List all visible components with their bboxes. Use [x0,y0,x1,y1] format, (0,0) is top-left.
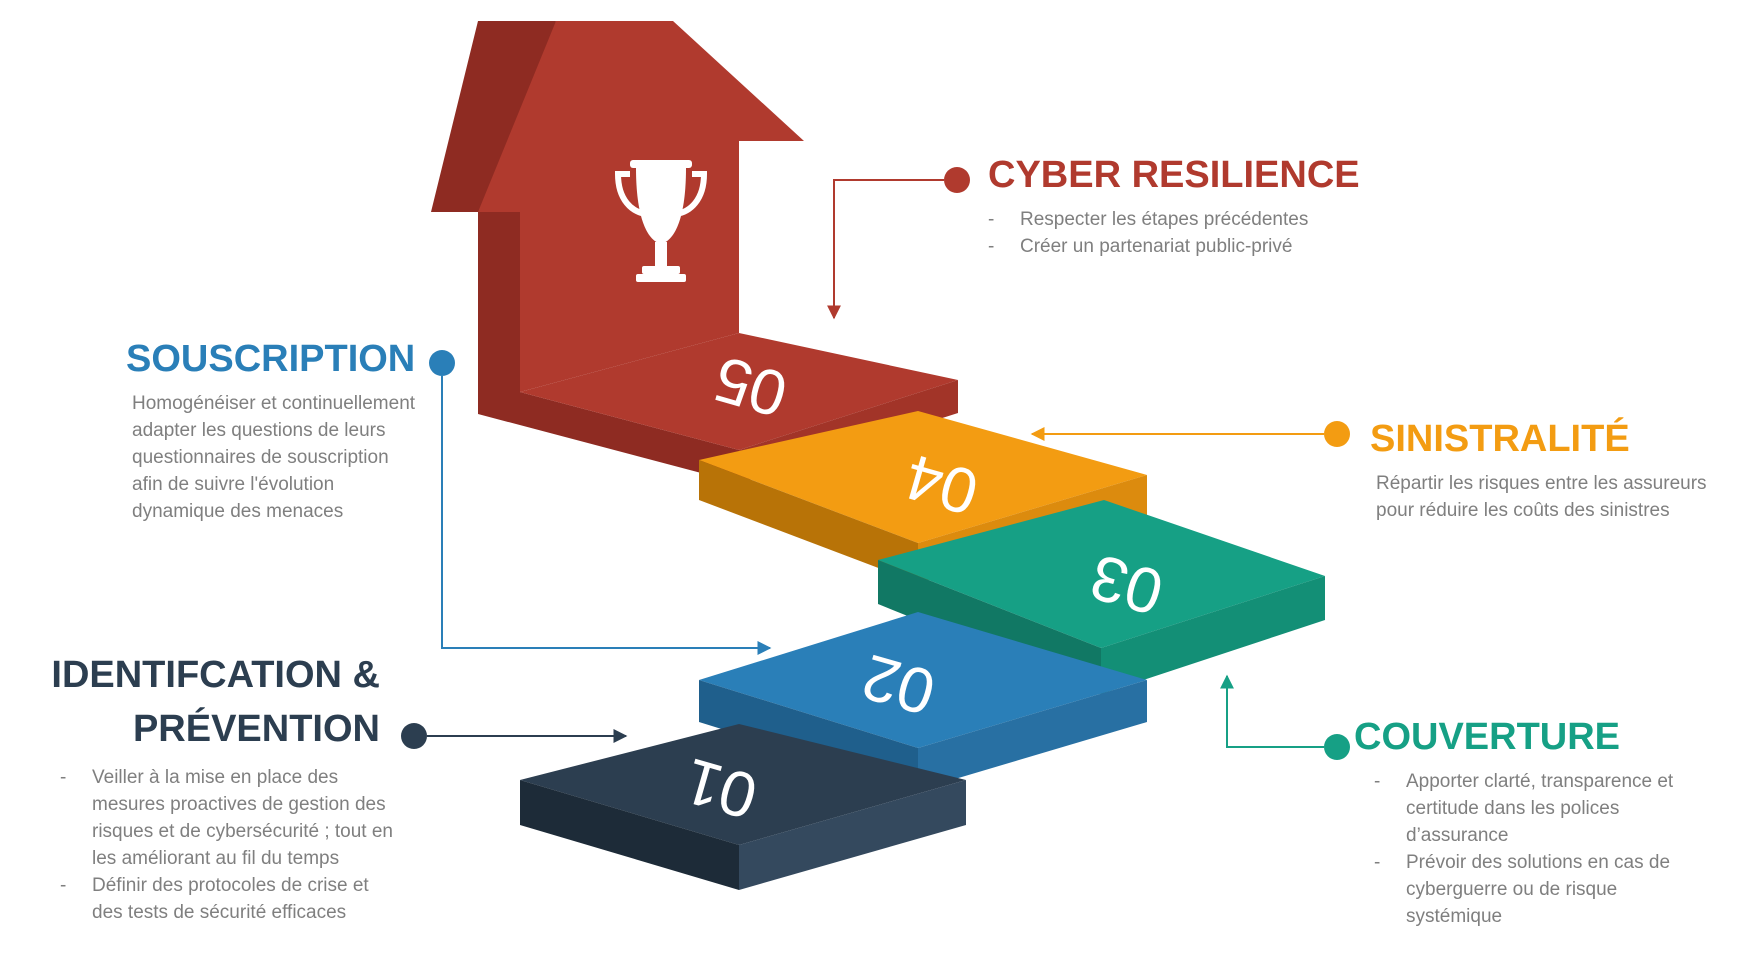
cyber-resilience-block: CYBER RESILIENCE Respecter les étapes pr… [988,152,1448,260]
connector-couverture [1220,674,1350,760]
sinistralite-block: SINISTRALITÉ Répartir les risques entre … [1370,416,1740,524]
step-01: 01 [520,724,966,890]
list-item: Créer un partenariat public-privé [988,233,1448,260]
list-item: Apporter clarté, transparence et certitu… [1374,768,1684,849]
list-item: Veiller à la mise en place des mesures p… [60,764,400,872]
couverture-block: COUVERTURE Apporter clarté, transparence… [1354,714,1684,930]
list-item: Respecter les étapes précédentes [988,206,1448,233]
sinistralite-title: SINISTRALITÉ [1370,418,1630,460]
connector-identification [401,723,628,749]
list-item: Prévoir des solutions en cas de cybergue… [1374,849,1684,930]
connector-cyber [827,167,970,320]
connector-sinistralite [1030,421,1350,447]
souscription-block: SOUSCRIPTION Homogénéiser et continuelle… [126,336,416,525]
souscription-text: Homogénéiser et continuellement adapter … [132,393,416,522]
connector-souscription [429,350,772,655]
couverture-title: COUVERTURE [1354,716,1621,758]
identification-title-line1: IDENTIFCATION & [51,654,380,696]
identification-list: Veiller à la mise en place des mesures p… [60,764,400,926]
couverture-list: Apporter clarté, transparence et certitu… [1374,768,1684,930]
cyber-resilience-title: CYBER RESILIENCE [988,154,1360,196]
souscription-title: SOUSCRIPTION [126,338,416,380]
identification-title-line2: PRÉVENTION [132,708,380,750]
trophy-icon [614,160,708,282]
list-item: Définir des protocoles de crise et des t… [60,872,400,926]
sinistralite-text: Répartir les risques entre les assureurs… [1376,473,1707,521]
identification-block: IDENTIFCATION & PRÉVENTION Veiller à la … [40,652,393,926]
cyber-resilience-list: Respecter les étapes précédentes Créer u… [988,206,1448,260]
step-05: 05 [431,21,958,483]
